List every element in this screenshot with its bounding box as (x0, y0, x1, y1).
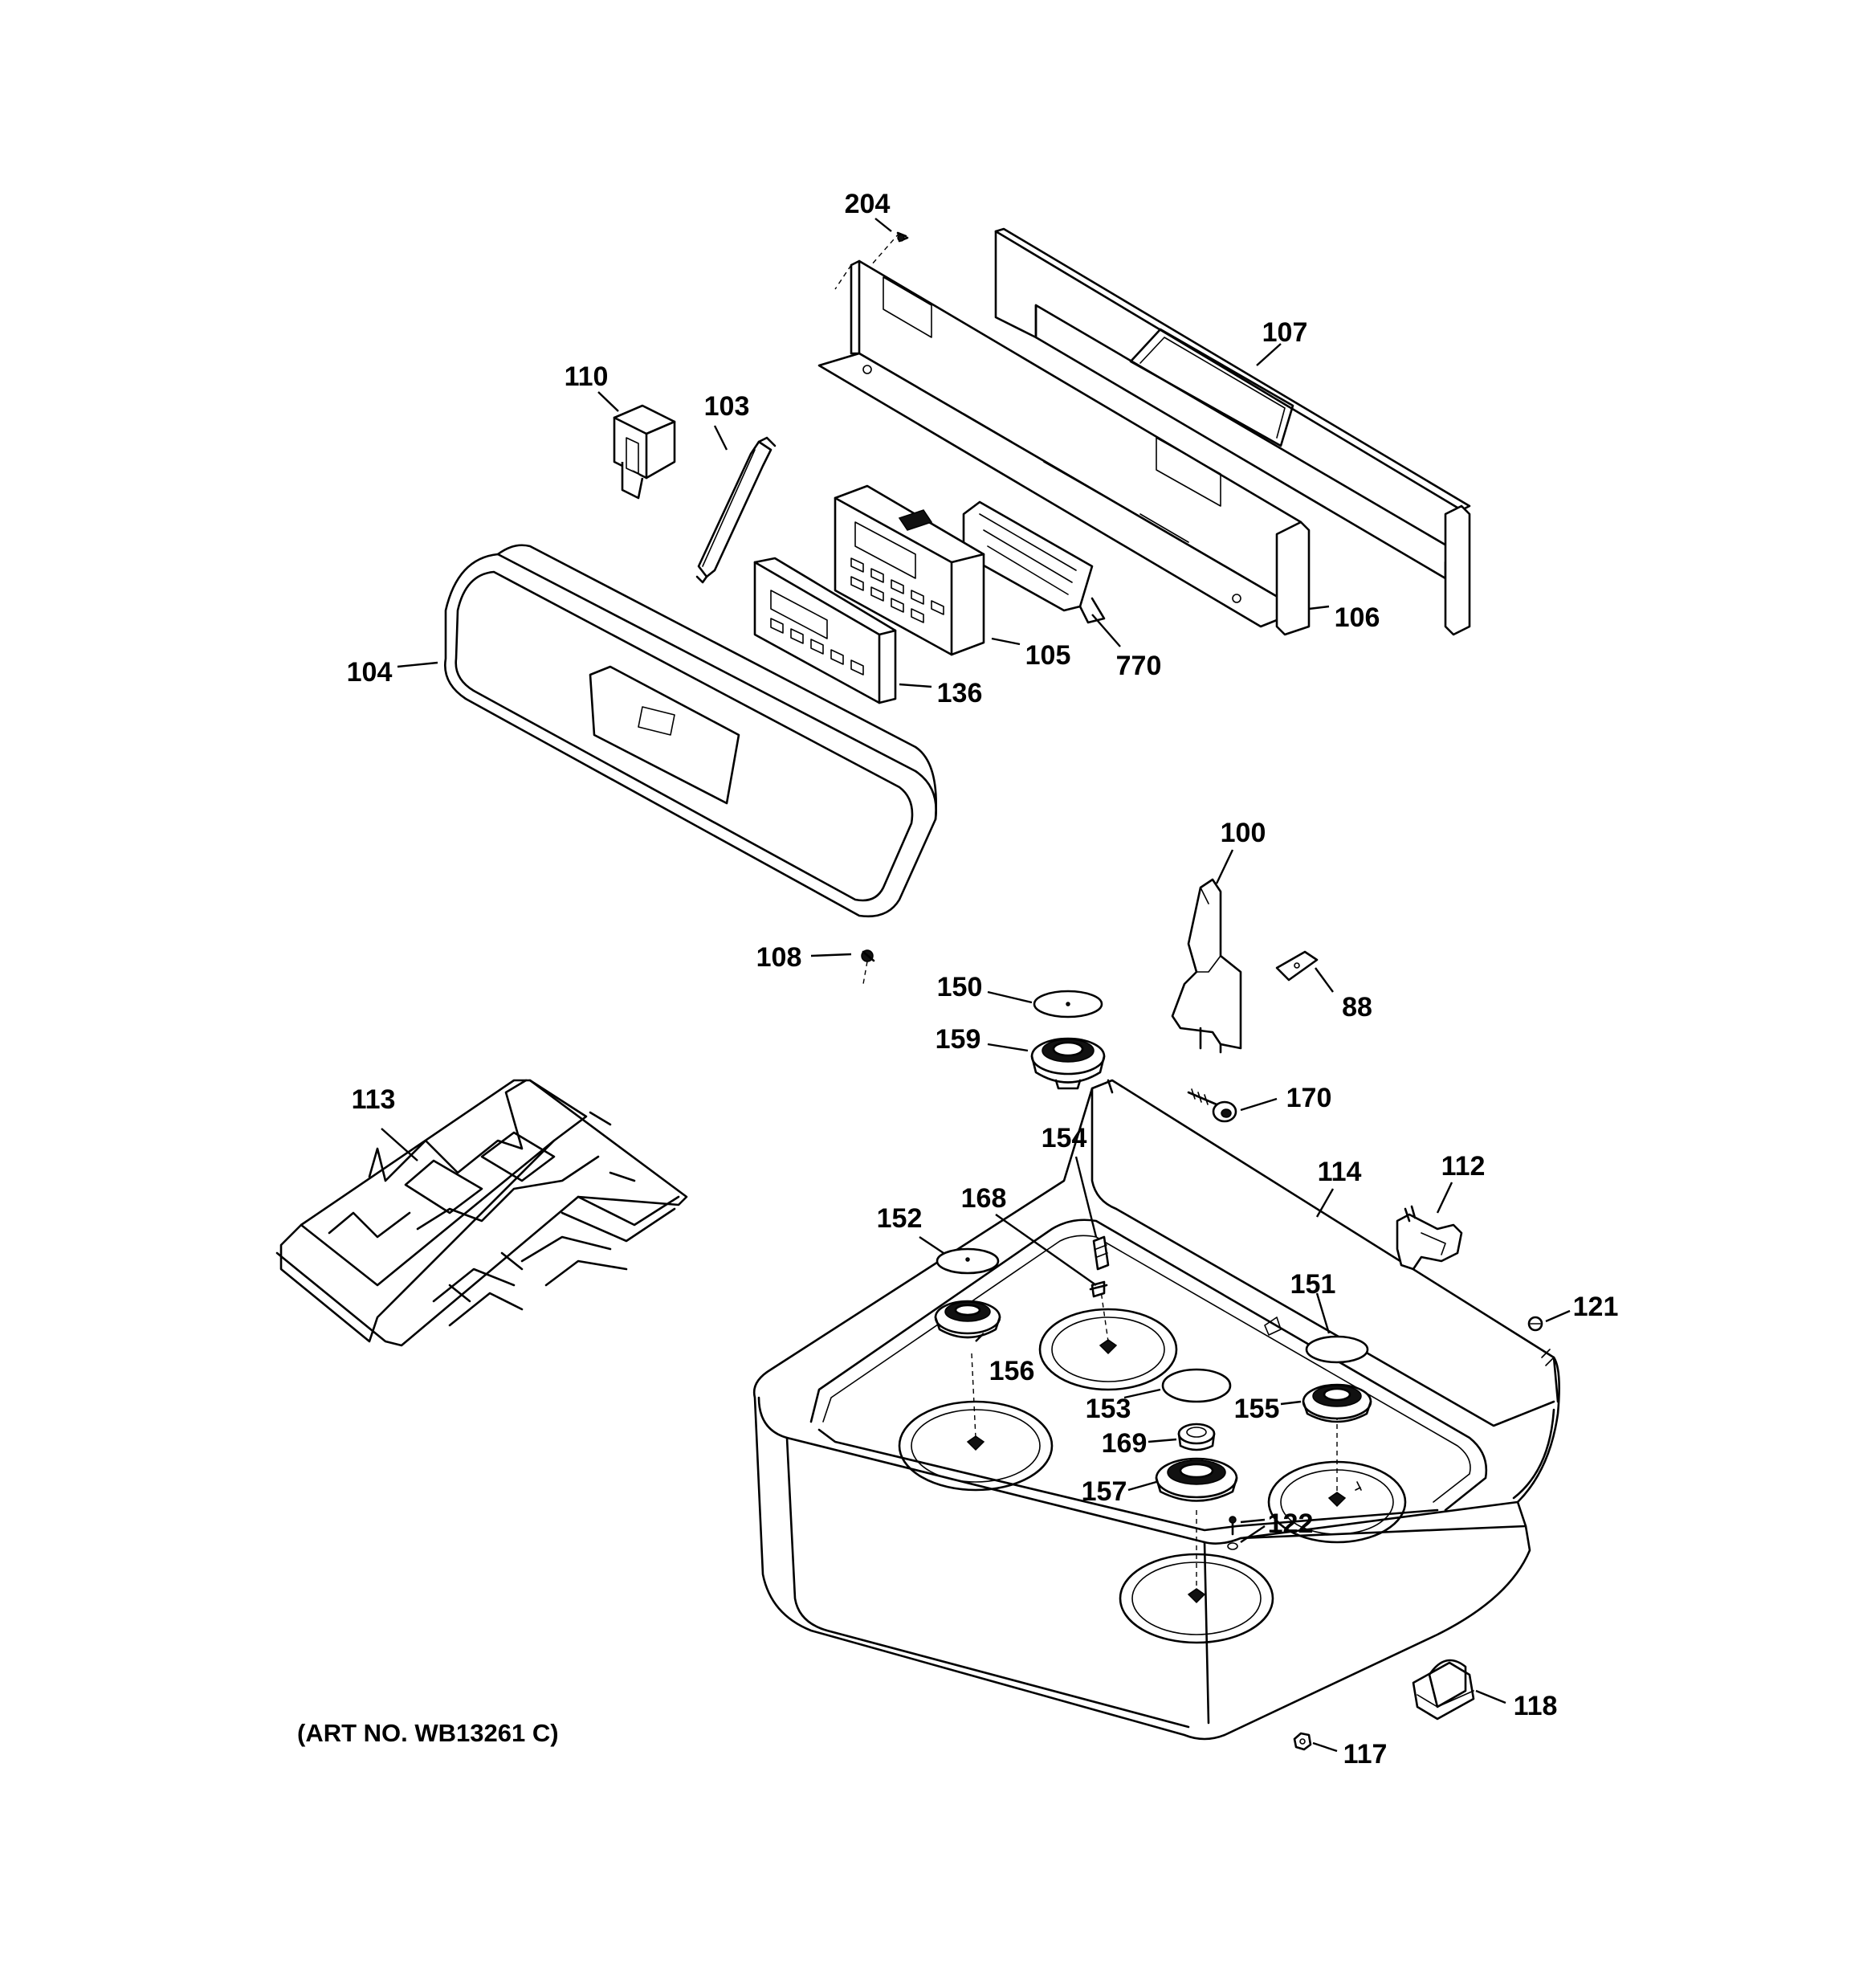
burner-cap-153 (1161, 1368, 1232, 1403)
control-panel-104 (443, 544, 937, 918)
part-label-110: 110 (565, 361, 609, 392)
part-label-155: 155 (1234, 1394, 1280, 1424)
switch-110 (613, 404, 676, 500)
control-board-105 (834, 484, 985, 656)
part-label-152: 152 (877, 1203, 923, 1234)
burner-head-156 (934, 1300, 1001, 1339)
leveling-leg-118 (1412, 1659, 1475, 1721)
part-labels: 204 107 110 103 106 105 770 104 136 100 … (347, 189, 1619, 1770)
part-label-121: 121 (1573, 1292, 1619, 1322)
spacer-169 (1177, 1423, 1216, 1451)
part-label-151: 151 (1290, 1269, 1336, 1300)
burner-head-155 (1302, 1383, 1372, 1423)
part-label-122: 122 (1268, 1508, 1314, 1539)
screw-204 (896, 231, 909, 243)
screws-122 (1227, 1481, 1362, 1550)
part-label-112: 112 (1441, 1151, 1486, 1182)
part-label-153: 153 (1086, 1394, 1131, 1424)
burner-head-157 (1155, 1457, 1238, 1502)
part-label-104: 104 (347, 657, 393, 688)
part-label-118: 118 (1514, 1691, 1558, 1721)
orifice-154 (1092, 1235, 1110, 1271)
wire-guide-100 (1171, 878, 1242, 1054)
burner-cap-151 (1305, 1335, 1369, 1364)
part-label-113: 113 (352, 1084, 396, 1115)
bracket-103 (695, 436, 777, 584)
part-label-204: 204 (845, 189, 891, 219)
part-label-136: 136 (937, 678, 983, 708)
part-label-114: 114 (1318, 1157, 1362, 1187)
part-label-105: 105 (1025, 640, 1071, 671)
manifold-panel-106 (817, 232, 1311, 636)
part-label-150: 150 (937, 972, 983, 1002)
part-label-157: 157 (1082, 1476, 1127, 1507)
ignition-switch-112 (1396, 1205, 1463, 1271)
bracket-88 (1275, 950, 1319, 982)
backsplash-shroud-107 (994, 227, 1471, 636)
part-label-106: 106 (1335, 602, 1380, 633)
part-label-156: 156 (989, 1356, 1035, 1386)
part-label-117: 117 (1343, 1739, 1388, 1770)
screw-121 (1527, 1316, 1543, 1332)
cooktop-114 (752, 1079, 1560, 1741)
screw-108 (861, 949, 875, 985)
overlay-136 (753, 557, 897, 704)
grate-113 (275, 1079, 688, 1347)
leader-lines (381, 218, 1571, 1753)
part-label-169: 169 (1102, 1428, 1148, 1459)
part-label-108: 108 (756, 942, 802, 973)
art-number-caption: (ART NO. WB13261 C) (297, 1719, 559, 1747)
burner-cap-152 (936, 1247, 1000, 1275)
burner-head-159 (1030, 1037, 1106, 1090)
nut-117 (1293, 1732, 1312, 1751)
part-label-103: 103 (704, 391, 750, 422)
part-label-100: 100 (1221, 818, 1266, 848)
burner-cap-150 (1033, 990, 1103, 1018)
part-label-159: 159 (936, 1024, 981, 1055)
part-label-170: 170 (1286, 1083, 1332, 1113)
part-label-107: 107 (1262, 317, 1308, 348)
part-label-88: 88 (1342, 992, 1372, 1023)
part-label-770: 770 (1116, 651, 1162, 681)
screw-170 (1187, 1088, 1237, 1123)
part-label-168: 168 (961, 1183, 1007, 1214)
part-label-154: 154 (1042, 1123, 1087, 1153)
orifice-168 (1089, 1280, 1108, 1298)
